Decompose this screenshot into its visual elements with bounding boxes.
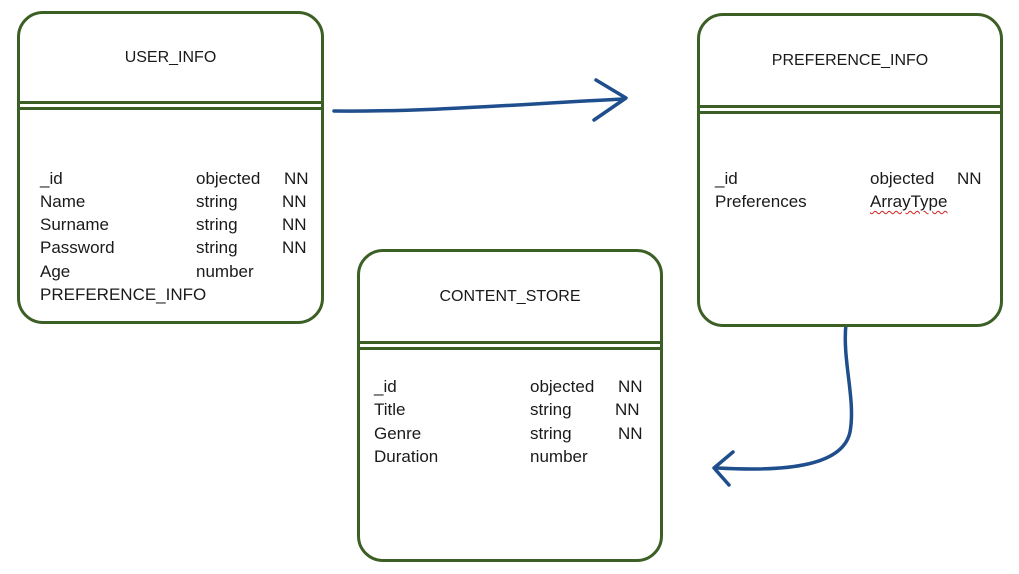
arrow-preference-to-content	[716, 322, 854, 471]
entity-title: PREFERENCE_INFO	[771, 52, 929, 69]
field-type: string	[196, 215, 238, 234]
entity-user-info[interactable]: USER_INFO _id objected NN Name string NN…	[17, 11, 324, 324]
entity-divider	[20, 101, 321, 110]
field-type: objected	[870, 169, 935, 188]
field-name: _id	[715, 169, 738, 188]
field-type: string	[196, 238, 238, 257]
entity-title: USER_INFO	[124, 49, 217, 66]
field-name: Duration	[374, 447, 439, 466]
field-type: objected	[530, 377, 595, 396]
field-type: objected	[196, 169, 261, 188]
field-name: Age	[40, 262, 71, 281]
field-constraint: NN	[284, 169, 309, 188]
field-constraint: NN	[282, 215, 307, 234]
field-name: _id	[40, 169, 63, 188]
field-type: ArrayType	[870, 192, 948, 211]
entity-divider	[700, 105, 1000, 114]
arrow-user-to-preference	[332, 97, 626, 113]
entity-title: CONTENT_STORE	[439, 288, 581, 305]
arrowhead-preference-to-content	[712, 450, 735, 487]
field-constraint: NN	[282, 192, 307, 211]
field-name: _id	[374, 377, 397, 396]
field-type: number	[530, 447, 588, 466]
field-type: number	[196, 262, 254, 281]
field-name: PREFERENCE_INFO	[40, 285, 207, 304]
field-name: Title	[374, 400, 406, 419]
field-constraint: NN	[618, 424, 643, 443]
field-type: string	[530, 424, 572, 443]
field-name: Surname	[40, 215, 109, 234]
field-name: Genre	[374, 424, 422, 443]
entity-content-store[interactable]: CONTENT_STORE _id objected NN Title stri…	[357, 249, 663, 562]
arrowhead-user-to-preference	[592, 78, 628, 122]
field-constraint: NN	[282, 238, 307, 257]
field-type: string	[196, 192, 238, 211]
field-name: Password	[40, 238, 115, 257]
field-constraint: NN	[615, 400, 640, 419]
entity-preference-info[interactable]: PREFERENCE_INFO _id objected NN Preferen…	[697, 13, 1003, 327]
field-constraint: NN	[618, 377, 643, 396]
entity-divider	[360, 341, 660, 350]
field-constraint: NN	[957, 169, 982, 188]
field-type: string	[530, 400, 572, 419]
field-name: Preferences	[715, 192, 807, 211]
field-name: Name	[40, 192, 86, 211]
